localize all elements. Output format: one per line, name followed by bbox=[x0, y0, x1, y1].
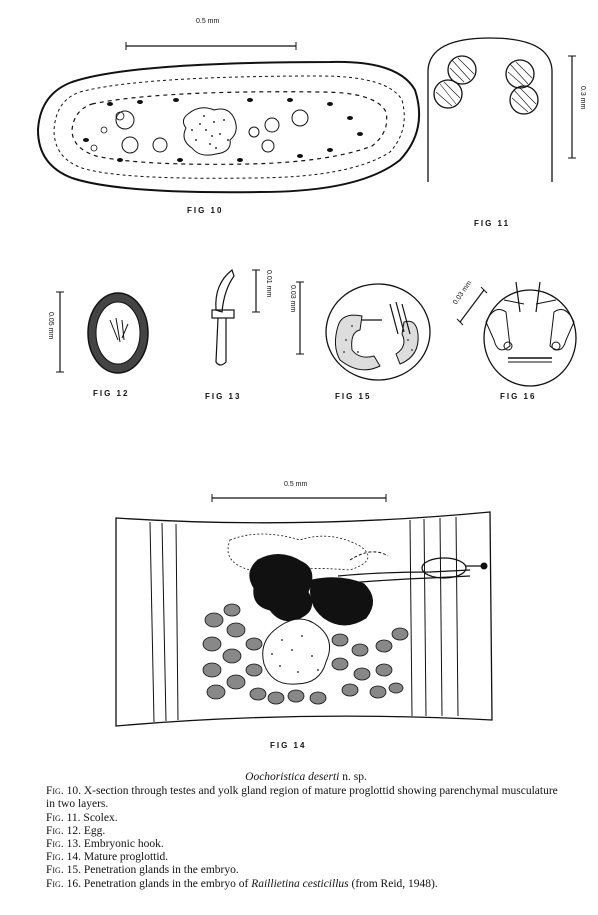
fig14-scale-label: 0.5 mm bbox=[284, 481, 308, 488]
caption-title: Oochoristica deserti n. sp. bbox=[46, 771, 566, 784]
caption-text: Penetration glands in the embryo of bbox=[83, 877, 252, 890]
figure-caption: Oochoristica deserti n. sp. Fig. 10. X-s… bbox=[46, 771, 566, 891]
fig13-drawing bbox=[211, 269, 260, 366]
caption-text: Embryonic hook. bbox=[83, 838, 164, 851]
caption-species-italic: Raillietina cesticillus bbox=[251, 877, 349, 890]
fig16-label: FIG 16 bbox=[500, 392, 537, 401]
fig12-drawing bbox=[56, 291, 149, 374]
fig14-label: FIG 14 bbox=[270, 741, 307, 750]
fig15-scale-label: 0.03 mm bbox=[289, 285, 296, 313]
species-name: Oochoristica deserti bbox=[245, 771, 340, 783]
species-suffix: n. sp. bbox=[339, 771, 367, 783]
caption-line: Fig. 12. Egg. bbox=[46, 825, 566, 838]
caption-fig-ref: Fig. 12. bbox=[46, 824, 81, 837]
caption-text: Egg. bbox=[83, 824, 106, 837]
plate-drawings bbox=[36, 37, 577, 727]
fig11-drawing bbox=[427, 37, 576, 182]
caption-text: Scolex. bbox=[83, 811, 118, 824]
caption-text: X-section through testes and yolk gland … bbox=[46, 785, 558, 811]
caption-line: Fig. 16. Penetration glands in the embry… bbox=[46, 878, 566, 891]
caption-fig-ref: Fig. 11. bbox=[46, 811, 81, 824]
fig12-scale-label: 0.05 mm bbox=[47, 312, 54, 340]
caption-text: Mature proglottid. bbox=[83, 851, 169, 864]
fig13-scale-label: 0.01 mm bbox=[265, 270, 272, 298]
fig15-drawing bbox=[296, 281, 431, 381]
fig11-scale-label: 0.3 mm bbox=[579, 86, 586, 110]
fig10-scale-label: 0.5 mm bbox=[196, 18, 220, 25]
fig14-drawing bbox=[115, 494, 493, 727]
figure-plate: 0.5 mm FIG 10 0.3 mm FIG 11 0.05 mm FIG … bbox=[36, 18, 586, 750]
fig13-label: FIG 13 bbox=[205, 392, 242, 401]
fig15-label: FIG 15 bbox=[335, 392, 372, 401]
caption-fig-ref: Fig. 10. bbox=[46, 785, 81, 798]
caption-line: Fig. 11. Scolex. bbox=[46, 812, 566, 825]
caption-fig-ref: Fig. 15. bbox=[46, 864, 81, 877]
caption-line: Fig. 13. Embryonic hook. bbox=[46, 838, 566, 851]
fig10-drawing bbox=[36, 42, 421, 194]
caption-fig-ref: Fig. 13. bbox=[46, 838, 81, 851]
caption-line: Fig. 10. X-section through testes and yo… bbox=[46, 785, 566, 811]
fig12-label: FIG 12 bbox=[93, 389, 130, 398]
caption-text-suffix: (from Reid, 1948). bbox=[348, 877, 438, 890]
caption-line: Fig. 15. Penetration glands in the embry… bbox=[46, 864, 566, 877]
caption-text: Penetration glands in the embryo. bbox=[83, 864, 239, 877]
caption-fig-ref: Fig. 16. bbox=[46, 877, 81, 890]
fig11-label: FIG 11 bbox=[474, 219, 511, 228]
fig16-drawing bbox=[456, 281, 577, 387]
caption-line: Fig. 14. Mature proglottid. bbox=[46, 851, 566, 864]
fig10-label: FIG 10 bbox=[187, 206, 224, 215]
caption-fig-ref: Fig. 14. bbox=[46, 851, 81, 864]
